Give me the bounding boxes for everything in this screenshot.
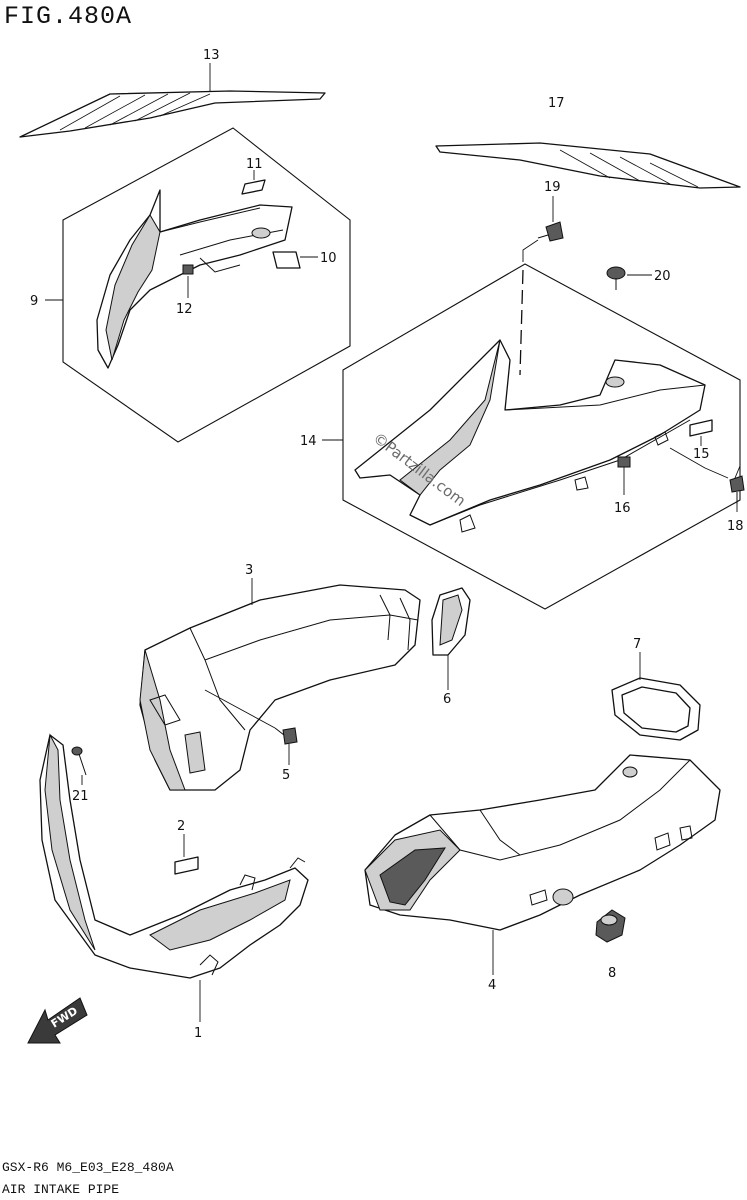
callout-20: 20	[654, 269, 671, 284]
assembly-9-box	[62, 127, 351, 443]
part-13-trim-strip[interactable]	[19, 90, 326, 138]
callout-21: 21	[72, 789, 89, 804]
part-20-grommet[interactable]	[606, 266, 626, 290]
callout-18: 18	[727, 519, 744, 534]
callout-5: 5	[282, 768, 290, 783]
assembly-14-box	[342, 263, 741, 610]
part-5-screw[interactable]	[274, 727, 298, 745]
leader-5-link	[204, 689, 276, 729]
callout-19: 19	[544, 180, 561, 195]
leader-18-a	[734, 465, 741, 479]
callout-3: 3	[245, 563, 253, 578]
part-11-label[interactable]	[241, 179, 266, 195]
part-7-gasket[interactable]	[611, 677, 701, 741]
callout-4: 4	[488, 978, 496, 993]
part-6-seal[interactable]	[431, 587, 471, 656]
callout-9: 9	[30, 294, 38, 309]
part-8-grommet[interactable]	[595, 909, 626, 943]
section-name: AIR INTAKE PIPE	[2, 1182, 120, 1197]
part-10-pad[interactable]	[272, 251, 301, 269]
leader-19-link	[522, 239, 539, 262]
part-9-intake-cover[interactable]	[96, 189, 293, 369]
part-12-clip[interactable]	[182, 264, 194, 275]
leader-18-link	[669, 447, 729, 479]
part-18-screw[interactable]	[729, 475, 745, 504]
part-16-clip[interactable]	[617, 456, 631, 468]
callout-10: 10	[320, 251, 337, 266]
callout-11: 11	[246, 157, 263, 172]
assembly-line-19	[519, 269, 524, 376]
callout-8: 8	[608, 966, 616, 981]
part-17-trim-strip[interactable]	[435, 142, 741, 189]
part-15-label[interactable]	[689, 419, 713, 437]
callout-1: 1	[194, 1026, 202, 1041]
figure-title: FIG.480A	[4, 2, 133, 31]
part-21-bolt[interactable]	[71, 746, 87, 776]
callout-12: 12	[176, 302, 193, 317]
callout-2: 2	[177, 819, 185, 834]
callout-6: 6	[443, 692, 451, 707]
callout-14: 14	[300, 434, 317, 449]
part-1-front-duct[interactable]	[39, 733, 309, 979]
part-14-intake-cover[interactable]	[354, 339, 706, 533]
drawing-code: GSX-R6 M6_E03_E28_480A	[2, 1160, 174, 1175]
part-3-intake-duct[interactable]	[139, 584, 421, 791]
callout-15: 15	[693, 447, 710, 462]
part-2-label[interactable]	[174, 856, 199, 875]
callout-16: 16	[614, 501, 631, 516]
part-19-screw[interactable]	[537, 221, 564, 242]
part-4-main-duct[interactable]	[364, 754, 721, 931]
callout-17: 17	[548, 96, 565, 111]
callout-7: 7	[633, 637, 641, 652]
fwd-arrow-icon: FWD	[27, 997, 88, 1044]
callout-13: 13	[203, 48, 220, 63]
